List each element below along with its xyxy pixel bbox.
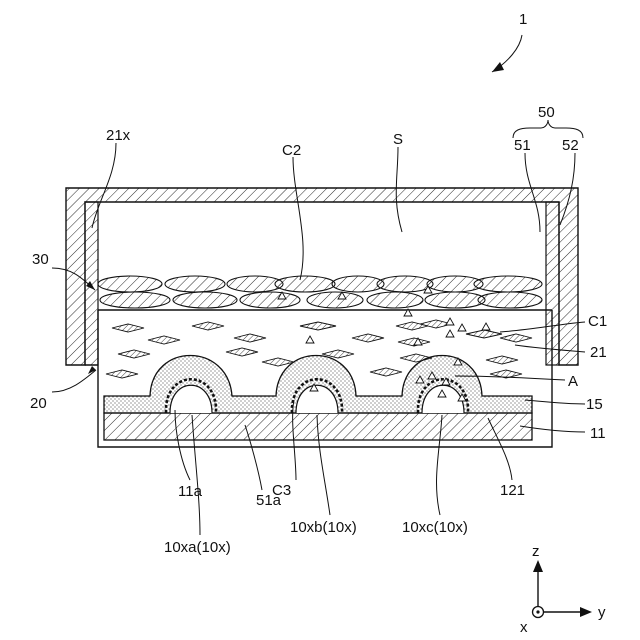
arrowheads	[86, 62, 504, 374]
label-11: 11	[590, 425, 606, 442]
label-50: 50	[538, 104, 555, 121]
label-10xa: 10xa(10x)	[164, 539, 231, 556]
axis-z-label: z	[532, 543, 540, 560]
label-c1: C1	[588, 313, 607, 330]
label-device-1: 1	[519, 11, 527, 28]
label-30: 30	[32, 251, 49, 268]
label-21: 21	[590, 344, 607, 361]
label-s: S	[393, 131, 403, 148]
label-21x: 21x	[106, 127, 131, 144]
label-11a: 11a	[178, 483, 203, 500]
axis-y-label: y	[598, 604, 606, 621]
label-121: 121	[500, 482, 525, 499]
axis-x-label: x	[520, 619, 528, 636]
label-c2: C2	[282, 142, 301, 159]
label-51: 51	[514, 137, 531, 154]
ellipse-layer-30	[98, 276, 542, 308]
label-15: 15	[586, 396, 603, 413]
label-a: A	[568, 373, 578, 390]
label-52: 52	[562, 137, 579, 154]
label-20: 20	[30, 395, 47, 412]
label-c3: C3	[272, 482, 291, 499]
label-10xc: 10xc(10x)	[402, 519, 468, 536]
label-10xb: 10xb(10x)	[290, 519, 357, 536]
coordinate-axes: z y x	[520, 543, 606, 636]
